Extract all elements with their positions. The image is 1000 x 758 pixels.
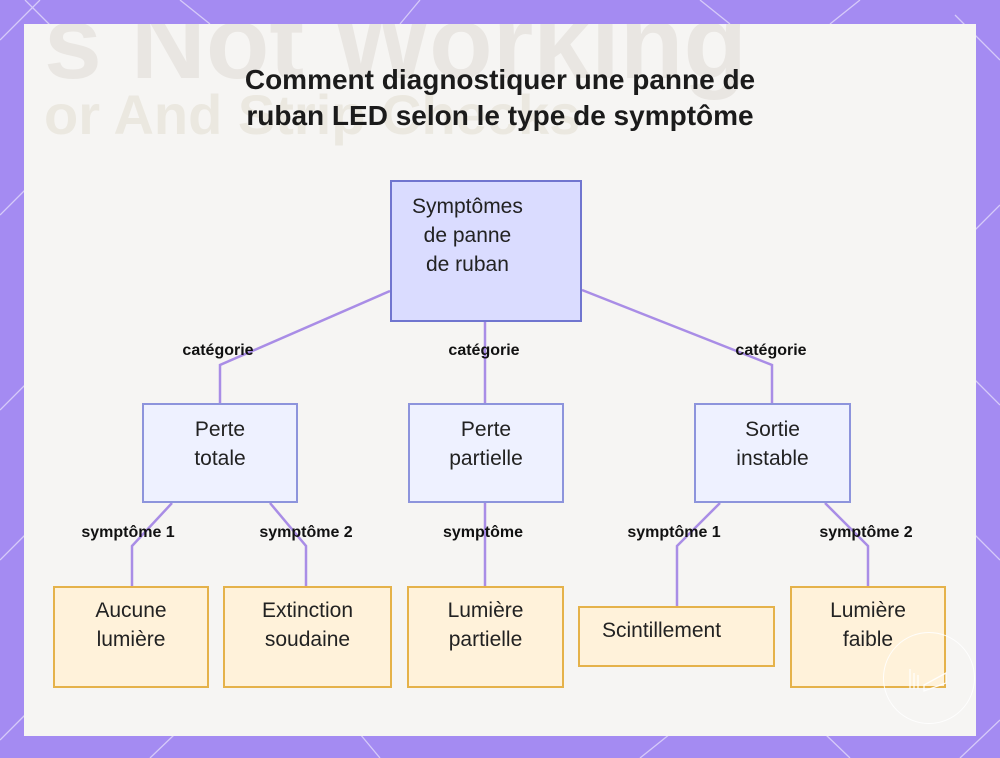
node-category-unstable-output: Sortie instable [694, 403, 851, 503]
edge-total-sudden-off [269, 502, 308, 586]
edge-label-category-total: catégorie [182, 342, 254, 359]
node-category-total-loss: Perte totale [142, 403, 298, 503]
background-photo-text: s Not Working [44, 24, 747, 101]
watermark-logo-icon [909, 669, 947, 692]
edge-label-total-symptom-1: symptôme 1 [81, 524, 175, 541]
edge-label-unstable-symptom-2: symptôme 2 [819, 524, 913, 541]
edge-label-partial-symptom: symptôme [442, 524, 524, 541]
node-leaf-partial-light-label: Lumière partielle [447, 599, 524, 651]
edge-unstable-dim [824, 502, 870, 586]
edge-label-unstable-symptom-1: symptôme 1 [627, 524, 721, 541]
node-category-partial-loss: Perte partielle [408, 403, 564, 503]
node-category-unstable-label: Sortie instable [736, 418, 809, 470]
node-category-total-label: Perte totale [194, 418, 246, 470]
edge-label-total-symptom-2: symptôme 2 [259, 524, 353, 541]
node-leaf-partial-light: Lumière partielle [407, 586, 564, 688]
background-photo-subtext: or And Strip Checks [44, 83, 581, 146]
title-line-1: Comment diagnostiquer une panne de [244, 64, 756, 95]
node-leaf-dim-label: Lumière faible [830, 599, 906, 651]
node-leaf-no-light: Aucune lumière [53, 586, 209, 688]
node-leaf-sudden-off: Extinction soudaine [223, 586, 392, 688]
node-leaf-sudden-off-label: Extinction soudaine [261, 599, 354, 651]
watermark-badge [883, 632, 975, 724]
node-leaf-flicker: Scintillement [578, 606, 775, 667]
edge-unstable-flicker [675, 502, 721, 606]
node-root-symptoms: Symptômes de panne de ruban [390, 180, 582, 322]
node-root-label: Symptômes de panne de ruban [412, 195, 523, 276]
edge-total-no-light [130, 502, 173, 586]
edge-label-category-unstable: catégorie [735, 342, 807, 359]
edge-label-category-partial: catégorie [448, 342, 520, 359]
edge-root-total [218, 289, 391, 403]
node-leaf-flicker-label: Scintillement [602, 619, 722, 642]
diagram-title: Comment diagnostiquer une panne de ruban… [0, 62, 1000, 134]
title-line-2: ruban LED selon le type de symptôme [246, 100, 754, 131]
node-leaf-no-light-label: Aucune lumière [95, 599, 167, 651]
node-category-partial-label: Perte partielle [449, 418, 523, 470]
edge-root-unstable [581, 288, 774, 403]
